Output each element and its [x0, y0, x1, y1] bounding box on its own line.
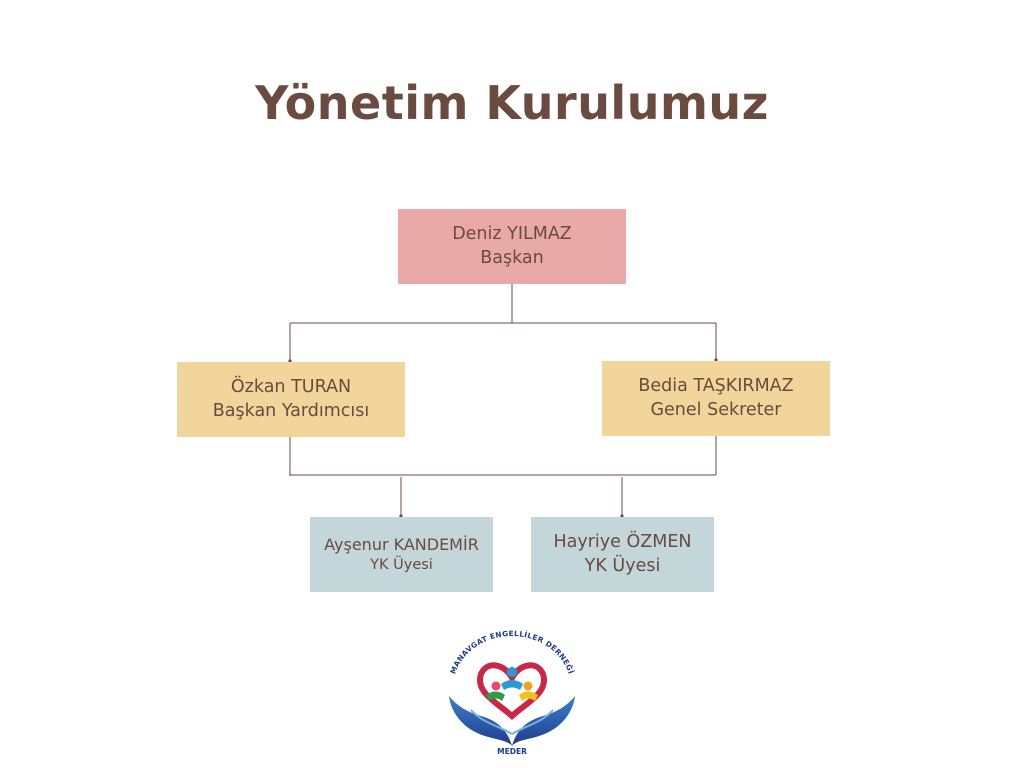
logo-short-name: MEDER: [497, 747, 527, 756]
member1-role: YK Üyesi: [370, 556, 433, 573]
meder-logo: MANAVGAT ENGELLİLER DERNEĞİ MEDER: [441, 629, 583, 758]
page-title: Yönetim Kurulumuz: [255, 76, 769, 130]
member1-name: Ayşenur KANDEMİR: [324, 534, 479, 554]
vice-role: Başkan Yardımcısı: [212, 400, 370, 421]
chief-role: Başkan: [480, 247, 544, 268]
member2-name: Hayriye ÖZMEN: [553, 531, 692, 552]
vice-name: Özkan TURAN: [230, 376, 352, 397]
org-box-chief: Deniz YILMAZ Başkan: [398, 209, 626, 284]
member2-role: YK Üyesi: [584, 555, 661, 576]
org-box-vice-chair: Özkan TURAN Başkan Yardımcısı: [177, 362, 405, 437]
org-box-member1: Ayşenur KANDEMİR YK Üyesi: [310, 517, 493, 592]
chief-name: Deniz YILMAZ: [452, 223, 572, 244]
sec-name: Bedia TAŞKIRMAZ: [638, 375, 794, 396]
org-box-secretary: Bedia TAŞKIRMAZ Genel Sekreter: [602, 361, 830, 436]
org-box-member2: Hayriye ÖZMEN YK Üyesi: [531, 517, 714, 592]
sec-role: Genel Sekreter: [650, 399, 782, 420]
